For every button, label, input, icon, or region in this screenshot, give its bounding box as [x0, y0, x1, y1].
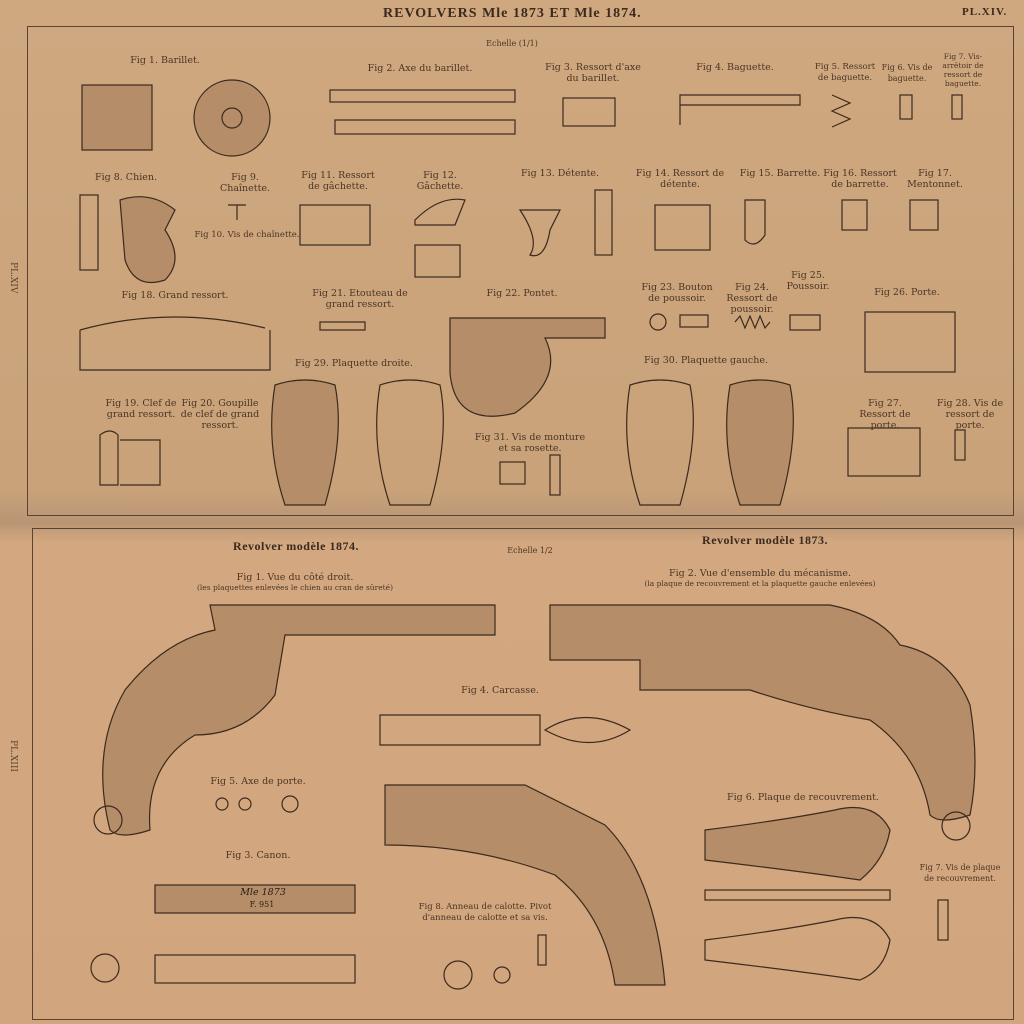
trigger-spring-drawing — [654, 204, 711, 251]
plate-number: PL.XIV. — [962, 6, 1008, 18]
figure-label: Fig 7. Vis de plaque de recouvrement. — [919, 863, 1001, 883]
figure-label: Fig 17. Mentonnet. — [907, 168, 963, 190]
figure-label: Fig 19. Clef de grand ressort. — [105, 398, 177, 420]
bar-drawing — [744, 199, 766, 245]
figure-label: Fig 4. Carcasse. — [461, 685, 539, 696]
trigger-guard-drawing — [449, 317, 606, 417]
figure-label: Fig 27. Ressort de porte. — [859, 398, 911, 431]
figure-label: Fig 4. Baguette. — [696, 62, 774, 73]
hammer-drawing — [119, 196, 176, 284]
mainspring-drawing — [79, 316, 271, 371]
figure-label: Fig 29. Plaquette droite. — [295, 358, 413, 369]
ejector-rod-drawing — [679, 94, 801, 125]
figure-label: Fig 14. Ressort de détente. — [635, 168, 725, 190]
figure-label: Fig 28. Vis de ressort de porte. — [936, 398, 1004, 431]
trigger-drawing — [518, 209, 561, 257]
left-grip-drawing — [626, 379, 694, 506]
serial-marking: F. 951 — [249, 900, 275, 909]
bottom-side-label: PL.XIII — [8, 740, 18, 772]
figure-label: Fig 13. Détente. — [520, 168, 600, 179]
figure-label: Fig 10. Vis de chaînette. — [194, 230, 300, 240]
loading-gate-drawing — [864, 311, 956, 373]
revolver-1874-drawing — [102, 604, 496, 836]
figure-label: Fig 8. Anneau de calotte. Pivot d'anneau… — [418, 902, 552, 923]
figure-label: Fig 31. Vis de monture et sa rosette. — [474, 432, 586, 454]
bottom-scale: Echelle 1/2 — [507, 546, 553, 555]
plate-title: REVOLVERS Mle 1873 ET Mle 1874. — [383, 6, 642, 21]
barrel-marking: Mle 1873 — [240, 887, 286, 898]
figure-label: Fig 30. Plaquette gauche. — [644, 355, 768, 366]
top-plate-frame — [27, 26, 1014, 516]
figure-label: Fig 1. Vue du côté droit. — [236, 572, 354, 583]
figure-label: Fig 7. Vis-arrêtoir de ressort de baguet… — [942, 52, 984, 88]
figure-label: Fig 16. Ressort de barrette. — [823, 168, 897, 190]
revolver-1873-drawing — [549, 604, 976, 821]
figure-label: Fig 18. Grand ressort. — [121, 290, 229, 301]
cylinder-axis-drawing — [329, 89, 516, 103]
figure-label: Fig 11. Ressort de gâchette. — [301, 170, 375, 192]
mainspring-key-drawing — [99, 430, 161, 486]
figure-label: Fig 5. Axe de porte. — [210, 776, 306, 787]
top-side-label: PL.XIV — [8, 262, 18, 294]
top-scale: Echelle (1/1) — [486, 39, 538, 48]
figure-label: Fig 3. Canon. — [225, 850, 291, 861]
figure-label: Fig 20. Goupille de clef de grand ressor… — [180, 398, 260, 431]
left-revolver-title: Revolver modèle 1874. — [233, 539, 359, 553]
frame-side-drawing — [384, 784, 666, 986]
figure-caption: (les plaquettes enlevées le chien au cra… — [196, 583, 394, 592]
figure-label: Fig 3. Ressort d'axe du barillet. — [545, 62, 641, 84]
figure-label: Fig 12. Gâchette. — [416, 170, 464, 192]
figure-label: Fig 2. Axe du barillet. — [367, 63, 473, 74]
chain-drawing — [228, 204, 246, 220]
axis-spring-drawing — [562, 97, 616, 127]
figure-label: Fig 5. Ressort de baguette. — [814, 62, 876, 83]
barrel-drawing — [154, 884, 356, 914]
right-grip-inner-drawing — [376, 379, 444, 506]
right-grip-drawing — [271, 379, 339, 506]
figure-label: Fig 23. Bouton de poussoir. — [641, 282, 713, 304]
figure-label: Fig 2. Vue d'ensemble du mécanisme. — [668, 568, 852, 579]
sear-drawing — [414, 198, 466, 226]
figure-label: Fig 21. Etouteau de grand ressort. — [312, 288, 408, 310]
figure-label: Fig 6. Vis de baguette. — [881, 63, 933, 83]
left-grip-checkered-drawing — [726, 379, 794, 506]
cylinder-front-drawing — [193, 79, 271, 157]
cylinder-stop-drawing — [909, 199, 939, 231]
figure-label: Fig 26. Porte. — [874, 287, 940, 298]
rod-spring-drawing — [830, 94, 852, 128]
cylinder-side-drawing — [81, 84, 153, 151]
figure-label: Fig 15. Barrette. — [739, 168, 821, 179]
figure-label: Fig 1. Barillet. — [130, 55, 200, 66]
figure-label: Fig 22. Pontet. — [486, 288, 558, 299]
figure-label: Fig 24. Ressort de poussoir. — [726, 282, 778, 315]
bottom-plate-frame — [32, 528, 1014, 1020]
right-revolver-title: Revolver modèle 1873. — [702, 533, 828, 547]
figure-label: Fig 25. Poussoir. — [786, 270, 830, 292]
sear-spring-drawing — [299, 204, 371, 246]
cover-plate-drawing — [704, 806, 891, 881]
figure-label: Fig 9. Chaînette. — [219, 172, 271, 194]
figure-label: Fig 8. Chien. — [94, 172, 158, 183]
figure-label: Fig 6. Plaque de recouvrement. — [727, 792, 879, 803]
frame-drawing — [379, 714, 632, 746]
figure-caption: (la plaque de recouvrement et la plaquet… — [644, 579, 876, 588]
